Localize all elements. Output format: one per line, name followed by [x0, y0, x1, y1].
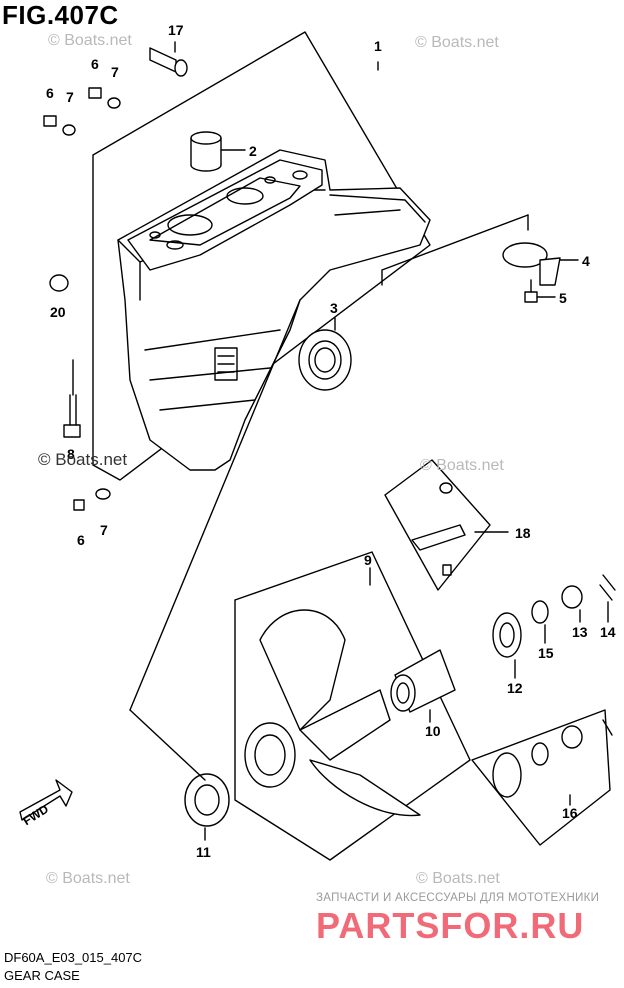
gear-case-frame	[92, 31, 431, 481]
callout-17: 17	[168, 22, 184, 38]
callout-5: 5	[559, 290, 567, 306]
kit-frame-part-16	[471, 709, 613, 846]
callout-4: 4	[582, 253, 590, 269]
forward-arrow-icon	[19, 779, 73, 821]
callout-13: 13	[572, 624, 588, 640]
bolt-washer-set-top	[43, 87, 121, 136]
callout-1: 1	[374, 38, 382, 54]
shop-logo: PARTSFOR.RU	[316, 905, 585, 946]
watermark: © Boats.net	[38, 450, 128, 469]
leader-line	[129, 299, 301, 781]
nut-part-20	[49, 274, 69, 292]
callout-20: 20	[50, 304, 66, 320]
callout-10: 10	[425, 723, 441, 739]
bolt-washer-set-bottom	[73, 488, 111, 511]
callout-3: 3	[330, 300, 338, 316]
propeller-drawing	[244, 609, 421, 817]
callout-15: 15	[538, 645, 554, 661]
callout-8: 8	[67, 446, 75, 462]
bearing-part-3	[298, 317, 352, 391]
watermark: © Boats.net	[420, 457, 504, 474]
watermark: © Boats.net	[416, 870, 500, 887]
callout-18: 18	[515, 525, 531, 541]
callout-6-top-right: 6	[91, 56, 99, 72]
callout-9: 9	[364, 552, 372, 568]
figure-title: FIG.407C	[2, 0, 119, 30]
spacer-part-10	[390, 649, 456, 723]
bushing-part-11	[184, 773, 230, 841]
callout-7-top-right: 7	[111, 64, 119, 80]
thrust-hardware	[492, 574, 616, 679]
kit-frame-part-18	[384, 459, 509, 591]
bushing-part-2	[190, 131, 246, 172]
bolt-part-8	[63, 359, 81, 438]
bolt-part-5	[524, 279, 556, 303]
callout-7-bottom: 7	[100, 522, 108, 538]
callout-16: 16	[562, 805, 578, 821]
callout-12: 12	[507, 680, 523, 696]
callout-14: 14	[600, 624, 616, 640]
diagram-code: DF60A_E03_015_407C	[4, 950, 143, 965]
shop-caption: ЗАПЧАСТИ И АКСЕССУАРЫ ДЛЯ МОТОТЕХНИКИ	[316, 892, 600, 904]
callout-7-top-left: 7	[66, 89, 74, 105]
watermark: © Boats.net	[415, 34, 499, 51]
watermark: © Boats.net	[48, 32, 132, 49]
callout-2: 2	[249, 143, 257, 159]
watermark: © Boats.net	[46, 870, 130, 887]
diagram-name: GEAR CASE	[4, 968, 80, 983]
callout-11: 11	[196, 844, 211, 860]
anode-part-4	[381, 214, 579, 286]
callout-6-top-left: 6	[46, 85, 54, 101]
plug-part-17	[149, 41, 188, 77]
gear-case-body	[117, 149, 431, 471]
callout-6-bottom: 6	[77, 532, 85, 548]
